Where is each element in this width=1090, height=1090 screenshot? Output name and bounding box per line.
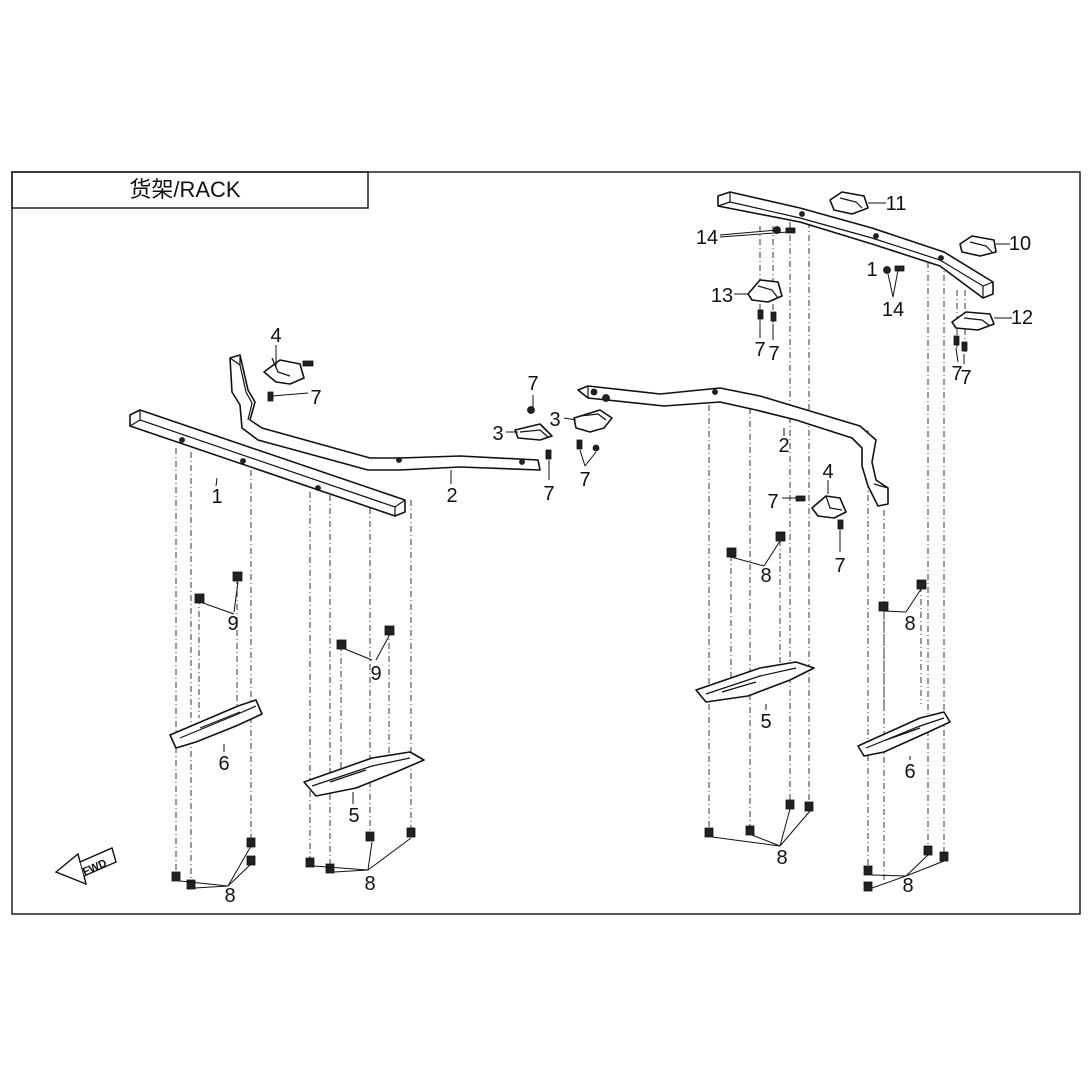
right-label-7-b12-right: 7 xyxy=(960,367,971,389)
diagram-title: 货架/RACK xyxy=(129,177,241,202)
diagram-border xyxy=(11,171,1081,915)
right-alignment-lines xyxy=(708,222,966,885)
right-support-part-6 xyxy=(857,711,951,757)
left-bolts-part-9 xyxy=(194,571,395,650)
left-support-part-5 xyxy=(303,751,425,797)
right-rack-assembly: 11 14 10 1 13 14 12 7 7 7 7 3 2 7 4 7 7 … xyxy=(549,191,1033,897)
right-bracket-part-10 xyxy=(959,235,997,257)
right-label-7-b12-left: 7 xyxy=(951,363,962,385)
left-label-7-bottom: 7 xyxy=(543,483,554,505)
left-crossbar-part-2 xyxy=(229,354,541,471)
right-label-8-rear-upper: 8 xyxy=(904,613,915,635)
left-label-4: 4 xyxy=(270,325,281,347)
right-label-13: 13 xyxy=(711,285,733,307)
right-label-7-b3: 7 xyxy=(579,469,590,491)
right-bolts-small xyxy=(757,226,968,352)
right-label-6: 6 xyxy=(904,761,915,783)
right-label-14-lower: 14 xyxy=(882,299,904,321)
left-label-7-bracket4: 7 xyxy=(310,387,321,409)
right-bracket-part-12 xyxy=(951,311,995,331)
left-label-5: 5 xyxy=(348,805,359,827)
right-label-8-front-lower: 8 xyxy=(776,847,787,869)
left-label-8-rear: 8 xyxy=(224,885,235,907)
right-bracket-part-4 xyxy=(795,495,847,530)
right-bracket-part-13 xyxy=(747,279,783,303)
left-label-2: 2 xyxy=(446,485,457,507)
right-crossbar-part-2 xyxy=(577,385,889,507)
left-label-6: 6 xyxy=(218,753,229,775)
left-label-9-rear: 9 xyxy=(227,613,238,635)
right-label-5: 5 xyxy=(760,711,771,733)
left-alignment-lines xyxy=(175,448,412,885)
left-leader-lines xyxy=(179,345,550,889)
left-nuts-part-8 xyxy=(171,827,416,890)
right-label-11: 11 xyxy=(886,193,907,215)
right-label-4: 4 xyxy=(822,461,833,483)
right-label-12: 12 xyxy=(1011,307,1033,329)
right-label-14-upper: 14 xyxy=(696,227,718,249)
left-bracket-part-4 xyxy=(263,357,314,402)
right-bracket-part-11 xyxy=(829,191,869,215)
right-crossbar-part-1 xyxy=(717,191,994,299)
right-label-7-b4: 7 xyxy=(767,491,778,513)
right-nuts-part-8-lower xyxy=(704,799,949,892)
left-label-9-front: 9 xyxy=(370,663,381,685)
right-label-8-front-upper: 8 xyxy=(760,565,771,587)
fwd-arrow-icon: FWD xyxy=(54,847,117,886)
right-bracket-part-3 xyxy=(573,394,613,452)
left-crossbar-part-1 xyxy=(129,409,406,517)
right-support-part-5 xyxy=(695,661,815,703)
left-support-part-6 xyxy=(169,699,263,749)
right-label-3: 3 xyxy=(549,409,560,431)
right-label-7-b13-right: 7 xyxy=(768,343,779,365)
right-bolts-part-8-upper xyxy=(726,531,927,612)
left-rack-assembly: 4 7 7 3 7 1 2 9 9 6 5 8 8 xyxy=(129,325,555,907)
title-box xyxy=(11,171,369,209)
right-label-8-rear-lower: 8 xyxy=(902,875,913,897)
right-label-7-b13-left: 7 xyxy=(754,339,765,361)
left-label-8-front: 8 xyxy=(364,873,375,895)
right-label-7-b4-lower: 7 xyxy=(834,555,845,577)
right-leader-lines xyxy=(563,202,1012,889)
left-bracket-part-3 xyxy=(514,406,553,460)
right-label-2: 2 xyxy=(778,435,789,457)
right-label-1: 1 xyxy=(866,259,877,281)
left-label-7-top: 7 xyxy=(527,373,538,395)
left-label-3: 3 xyxy=(492,423,503,445)
right-label-10: 10 xyxy=(1009,233,1031,255)
left-label-1: 1 xyxy=(211,486,222,508)
